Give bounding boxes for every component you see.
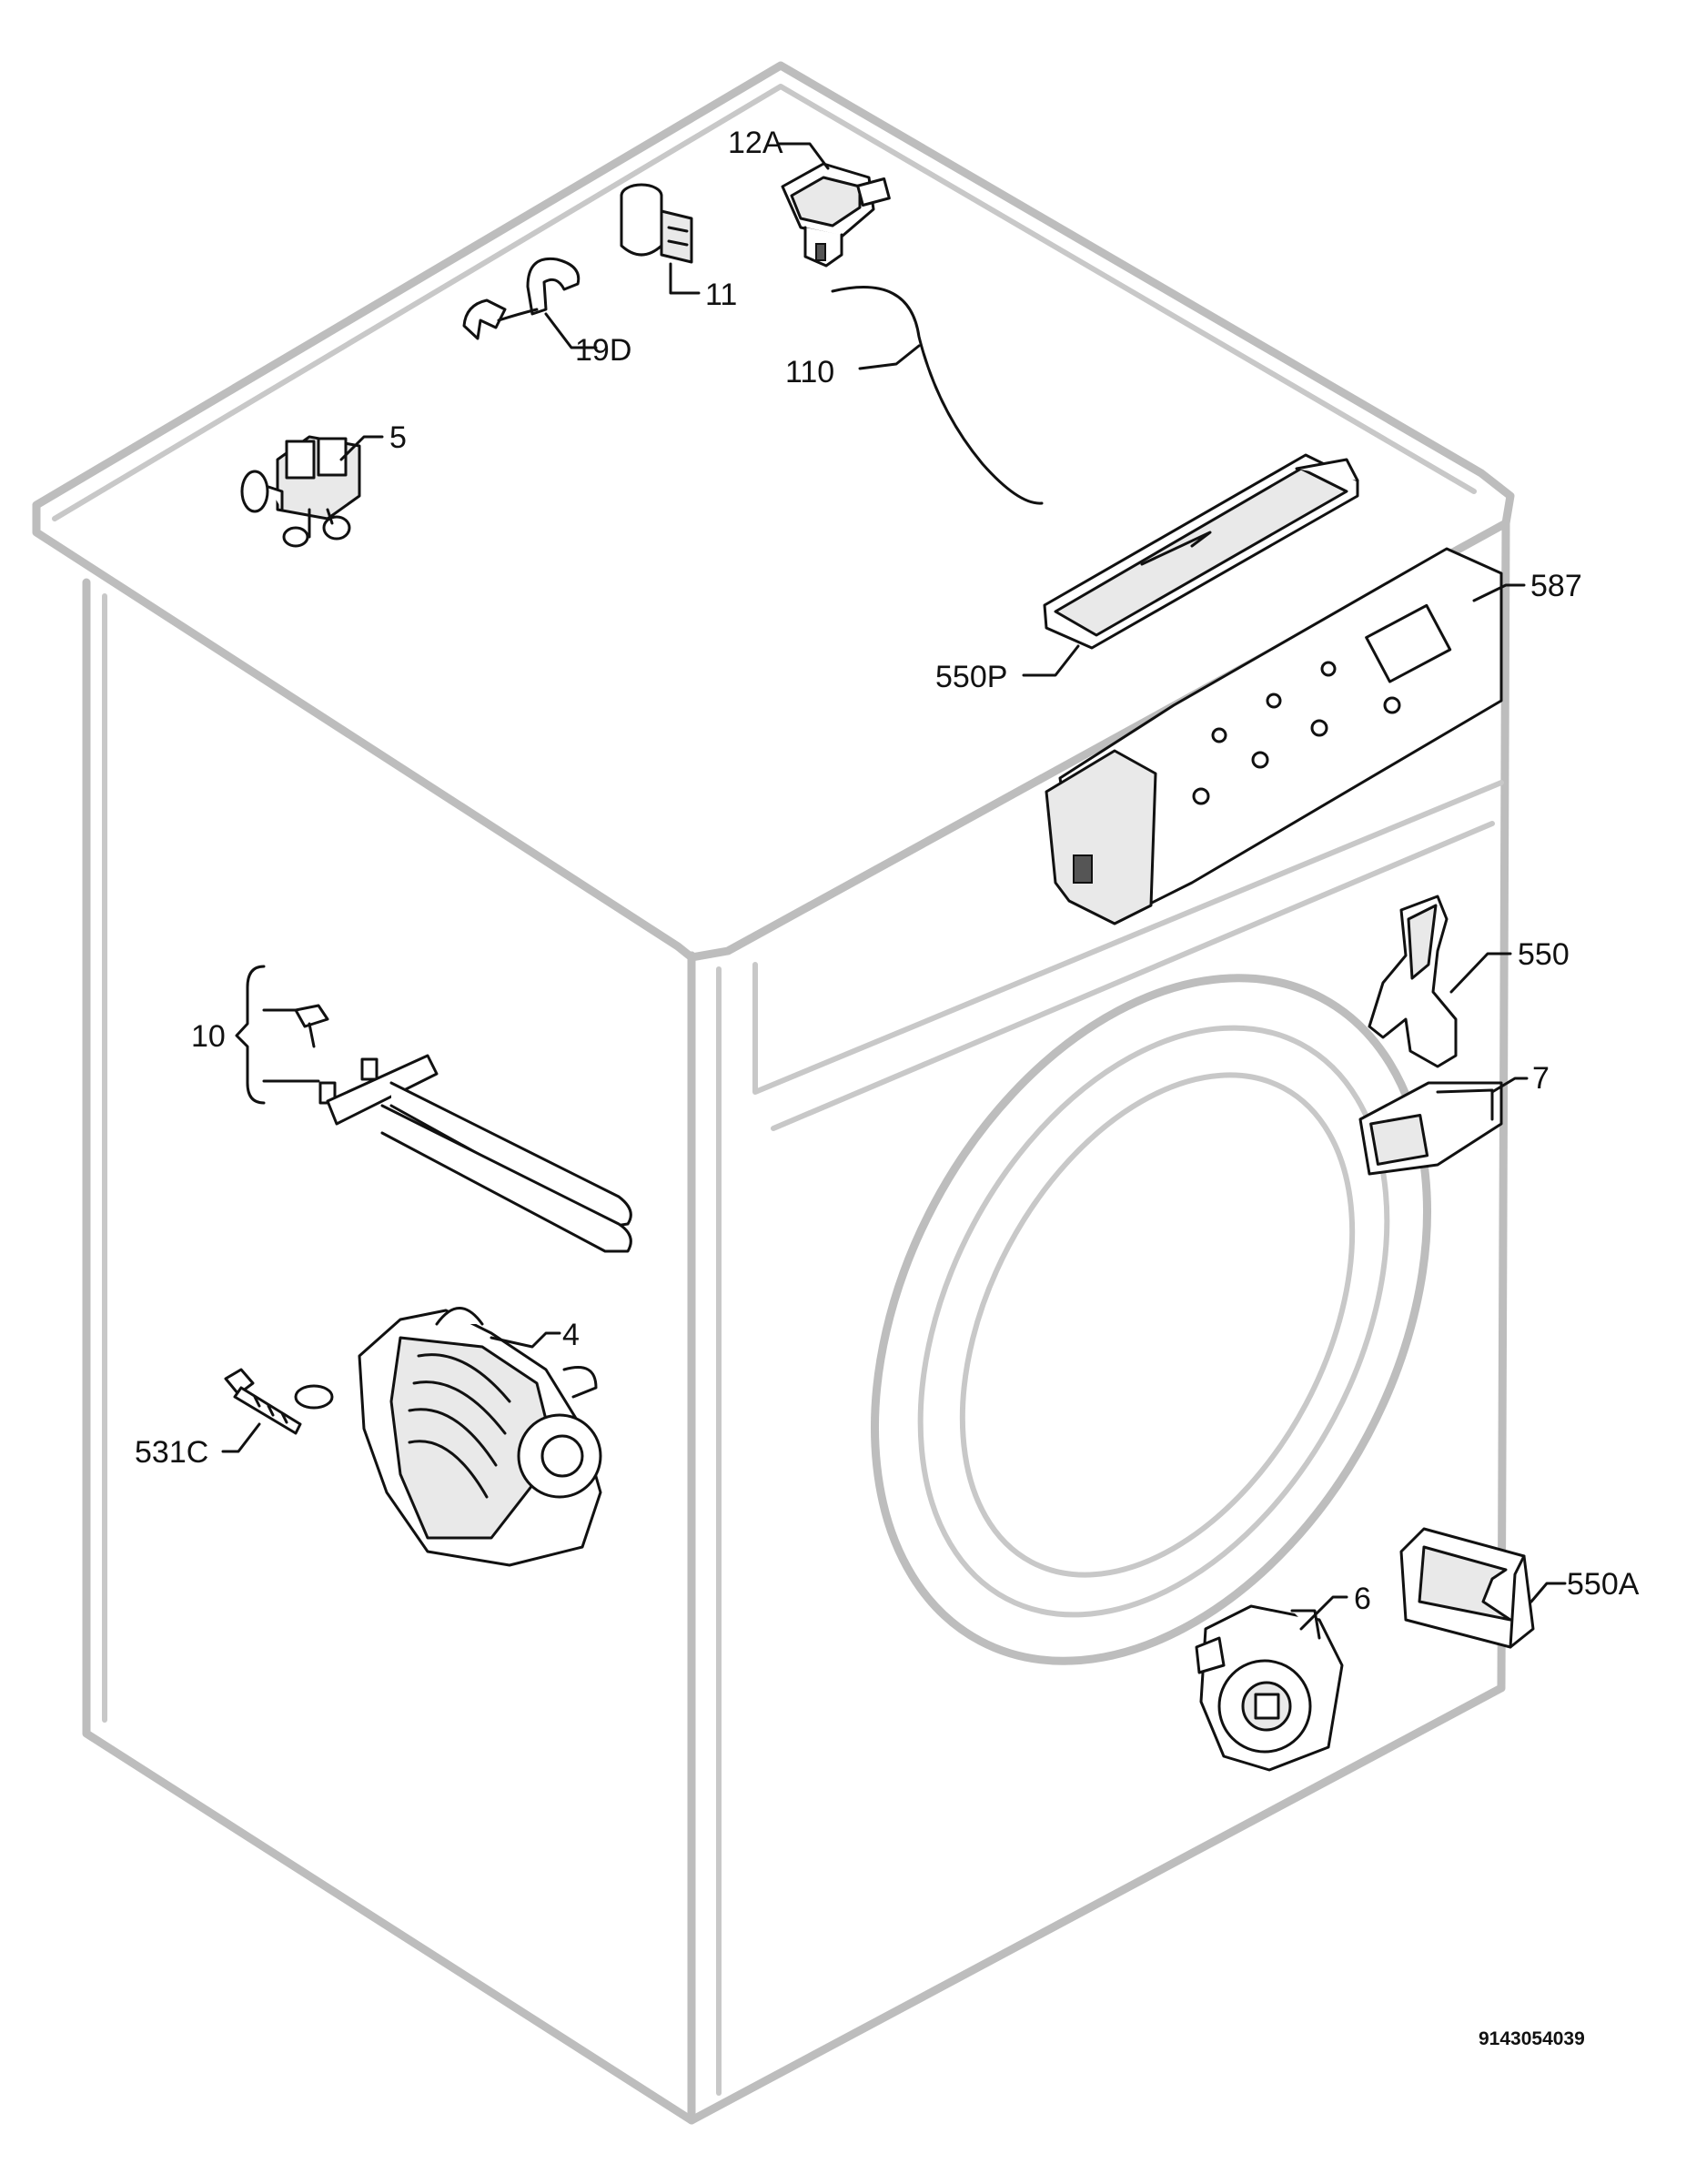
leader-4: [490, 1331, 561, 1349]
door-handle-550: [1368, 895, 1458, 1068]
label-11: 11: [705, 278, 737, 312]
label-7: 7: [1532, 1061, 1550, 1096]
label-110: 110: [785, 355, 834, 389]
leader-531c: [221, 1422, 261, 1453]
leader-550: [1449, 952, 1512, 994]
label-5: 5: [389, 420, 407, 455]
leader-587: [1472, 583, 1526, 602]
door-interlock-7: [1358, 1081, 1503, 1176]
label-10: 10: [191, 1019, 226, 1054]
panel-cover-550p: [1043, 453, 1359, 650]
motor-4: [294, 1307, 602, 1567]
heating-element-10: [294, 1004, 632, 1253]
label-531c: 531C: [135, 1435, 208, 1470]
leader-12a: [776, 142, 830, 170]
label-6: 6: [1354, 1582, 1371, 1616]
cable-clip-19d: [462, 257, 580, 340]
label-12a: 12A: [728, 126, 783, 160]
leader-19d: [544, 312, 598, 349]
cabinet-outline: [32, 61, 1515, 2125]
leader-11: [669, 262, 701, 295]
suppressor-11: [620, 183, 693, 264]
label-550: 550: [1518, 937, 1570, 972]
label-19d: 19D: [575, 333, 631, 368]
leader-110: [858, 344, 921, 370]
inlet-valve-5: [240, 435, 361, 548]
drain-pump-6: [1195, 1604, 1344, 1772]
drawing-code: 9143054039: [1479, 2028, 1585, 2049]
leader-7: [1490, 1077, 1529, 1094]
label-550a: 550A: [1567, 1567, 1640, 1602]
leader-550p: [1022, 644, 1080, 677]
bolt-531c: [224, 1368, 302, 1435]
label-550p: 550P: [935, 660, 1007, 694]
leader-550a: [1529, 1582, 1567, 1603]
pressure-switch-12a: [781, 162, 891, 268]
label-4: 4: [562, 1318, 580, 1352]
pressure-hose-110: [831, 286, 1044, 505]
leader-6: [1299, 1595, 1348, 1631]
leader-5: [339, 435, 384, 461]
label-587: 587: [1530, 569, 1582, 603]
control-board-587: [1045, 547, 1503, 925]
cover-550a: [1399, 1527, 1535, 1649]
bracket-10: [235, 965, 266, 1105]
